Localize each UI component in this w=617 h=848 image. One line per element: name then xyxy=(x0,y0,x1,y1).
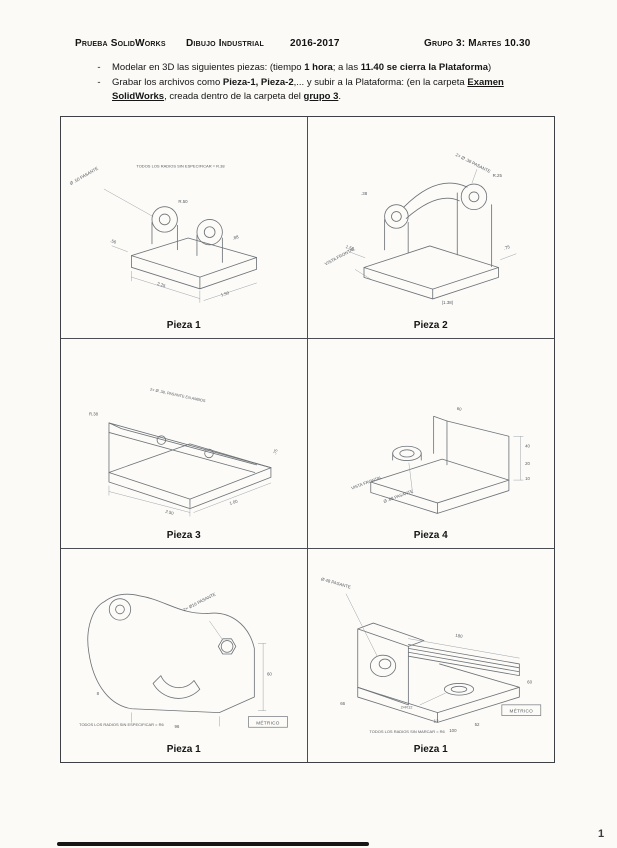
cell-caption: Pieza 1 xyxy=(166,320,201,331)
dim-label: 1.50 xyxy=(220,290,230,298)
dim-label: .88 xyxy=(232,234,240,241)
instruction2-seg5: , creada dentro de la carpeta del xyxy=(164,90,304,102)
dim-label: 12 xyxy=(433,718,438,723)
dim-label: 100 xyxy=(449,728,457,733)
metric-box-label: MÉTRICO xyxy=(509,708,533,714)
hole-callout-label: 2× Ø .38 PASANTE xyxy=(454,152,491,174)
metric-box-label: MÉTRICO xyxy=(256,719,280,725)
cell-caption: Pieza 1 xyxy=(166,744,201,755)
dim-label: 66 xyxy=(340,701,345,706)
dim-label: .56 xyxy=(110,238,118,245)
pieza-3-drawing: 2× Ø .38, PASANTE EN AMBOS R.38 2.50 1.0… xyxy=(89,387,279,517)
instruction-line-1: - Modelar en 3D las siguientes piezas: (… xyxy=(95,61,527,75)
scan-edge-artifact xyxy=(57,842,369,846)
dim-label: 60 xyxy=(456,406,463,412)
dim-label: 60 xyxy=(527,679,532,684)
instruction1-seg1: Modelar en 3D las siguientes piezas: (ti… xyxy=(112,62,305,73)
grid-cell-pieza-2: 2× Ø .38 PASANTE VISTA FRONTAL (1.38) .7… xyxy=(307,117,554,339)
dim-label: 52 xyxy=(474,722,479,727)
radii-note-label: TODOS LOS RADIOS SIN ESPECIFICAR = R6 xyxy=(79,722,164,727)
dim-label: R.25 xyxy=(492,173,502,178)
cell-caption: Pieza 2 xyxy=(413,320,448,331)
instruction-line-2: - Grabar los archivos como Pieza-1, Piez… xyxy=(95,76,527,104)
instruction1-seg5: ) xyxy=(488,62,492,73)
dim-label: 96 xyxy=(175,724,180,729)
radii-note-label: TODOS LOS RADIOS SIN MARCAR = R6 xyxy=(369,729,445,734)
grid-cell-pieza-4: VISTA FRONTAL Ø .88 PASANTE 60 40 20 10 … xyxy=(307,339,554,549)
bullet-dash: - xyxy=(97,76,101,88)
grid-cell-pieza-1a: TODOS LOS RADIOS SIN ESPECIFICAR = R.38 … xyxy=(61,117,308,339)
dim-label: 1.00 xyxy=(229,498,239,505)
dim-label: 2.25 xyxy=(157,281,167,288)
dim-label: (1.38) xyxy=(441,300,453,305)
grid-cell-pieza-3: 2× Ø .38, PASANTE EN AMBOS R.38 2.50 1.0… xyxy=(61,339,308,549)
pieza-1c-drawing: Ø 48 PASANTE 2×R12 TODOS LOS RADIOS SIN … xyxy=(320,576,541,734)
exam-year: 2016-2017 xyxy=(290,38,340,49)
dim-label: 2.50 xyxy=(165,509,175,516)
instruction2-seg4: Examen SolidWorks xyxy=(112,76,504,102)
dim-label: R.38 xyxy=(89,411,99,416)
view-label: VISTA FRONTAL xyxy=(350,475,383,491)
instruction2-seg1: Grabar los archivos como xyxy=(112,76,223,88)
instruction1-seg4: 11.40 se cierra la Plataforma xyxy=(360,62,489,73)
pieza-2-drawing: 2× Ø .38 PASANTE VISTA FRONTAL (1.38) .7… xyxy=(323,152,516,305)
dim-label: 8 xyxy=(97,691,100,696)
dim-label: 10 xyxy=(525,476,530,481)
hole-callout-label: 2× Ø16 PASANTE xyxy=(182,592,216,613)
slot-callout-label: 2×R12 xyxy=(400,705,413,710)
instruction1-seg2: 1 hora xyxy=(304,62,333,73)
exam-title: Prueba SolidWorks xyxy=(75,38,166,49)
radii-note-label: TODOS LOS RADIOS SIN ESPECIFICAR = R.38 xyxy=(136,164,225,169)
dim-label: 20 xyxy=(525,461,530,466)
instruction2-seg3: ,... y subir a la Plataforma: (en la car… xyxy=(293,76,468,88)
instruction-text-1: Modelar en 3D las siguientes piezas: (ti… xyxy=(112,61,527,75)
bullet-dash: - xyxy=(97,62,101,73)
dim-label: R.50 xyxy=(178,199,188,204)
hole-callout-label: Ø .50 PASANTE xyxy=(69,166,99,186)
pieza-4-drawing: VISTA FRONTAL Ø .88 PASANTE 60 40 20 10 xyxy=(350,406,530,514)
exam-group: Grupo 3: Martes 10.30 xyxy=(424,38,531,49)
grid-cell-pieza-1c: Ø 48 PASANTE 2×R12 TODOS LOS RADIOS SIN … xyxy=(308,549,555,762)
pieza-1b-drawing: 2× Ø16 PASANTE TODOS LOS RADIOS SIN ESPE… xyxy=(79,592,288,729)
pieza-1a-drawing: TODOS LOS RADIOS SIN ESPECIFICAR = R.38 … xyxy=(69,164,258,303)
instruction-text-2: Grabar los archivos como Pieza-1, Pieza-… xyxy=(112,76,527,104)
cell-caption: Pieza 4 xyxy=(413,530,448,541)
dim-label: .38 xyxy=(361,191,368,196)
dim-label: .75 xyxy=(503,244,511,251)
instruction2-seg7: . xyxy=(338,90,342,102)
dim-label: 40 xyxy=(525,444,530,449)
instruction2-seg6: grupo 3 xyxy=(303,90,339,102)
exam-subject: Dibujo Industrial xyxy=(186,38,265,49)
dim-label: .75 xyxy=(272,448,279,456)
instruction1-seg3: ; a las xyxy=(332,62,361,73)
hole-callout-label: 2× Ø .38, PASANTE EN AMBOS xyxy=(150,387,207,404)
grid-cell-pieza-1b: 2× Ø16 PASANTE TODOS LOS RADIOS SIN ESPE… xyxy=(61,549,308,762)
cell-caption: Pieza 3 xyxy=(166,530,201,541)
instructions-block: - Modelar en 3D las siguientes piezas: (… xyxy=(95,61,527,104)
drawings-grid: TODOS LOS RADIOS SIN ESPECIFICAR = R.38 … xyxy=(60,116,555,763)
cell-caption: Pieza 1 xyxy=(413,744,448,755)
dim-label: 60 xyxy=(267,672,272,677)
instruction2-seg2: Pieza-1, Pieza-2 xyxy=(222,76,294,88)
dim-label: 180 xyxy=(454,633,463,639)
hole-callout-label: Ø 48 PASANTE xyxy=(320,576,351,589)
page-number-mark: 1 xyxy=(598,828,605,840)
dim-label: 1.50 xyxy=(345,244,355,251)
